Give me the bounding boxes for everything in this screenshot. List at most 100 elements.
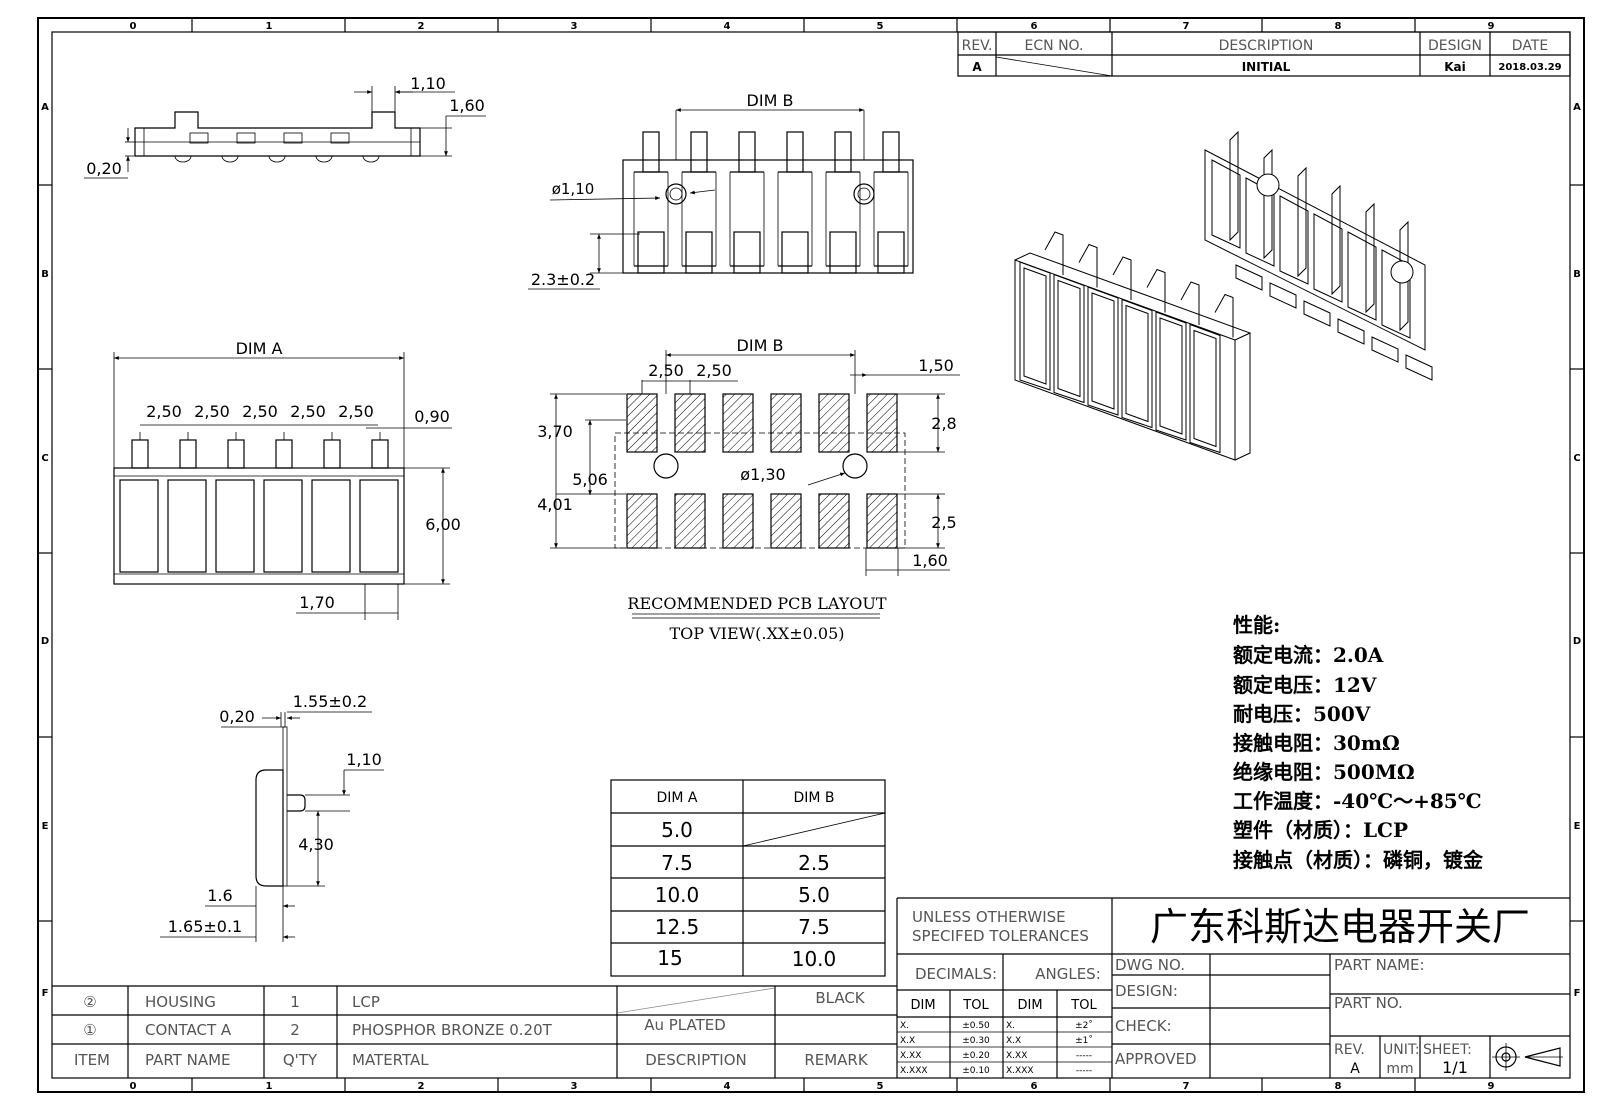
tol-cell: X.X: [1006, 1036, 1021, 1046]
iso-pin: [1229, 130, 1239, 242]
side-dim-2: 1.55±0.2: [293, 692, 367, 711]
col-label: 6: [1031, 21, 1038, 32]
pcb-pad: [626, 493, 658, 549]
table-cell: 5.0: [798, 883, 830, 907]
iso-cell: [1313, 213, 1343, 303]
col-label: 2: [418, 21, 425, 32]
pitch-label: 2,50: [242, 402, 278, 421]
iso-peg: [1256, 173, 1280, 197]
table-cell: 10.0: [655, 883, 700, 907]
bom-desc: Au PLATED: [644, 1016, 726, 1034]
iso-body-outline: [1204, 149, 1426, 351]
front-view-pin: [371, 439, 389, 469]
front-view-cell: [311, 479, 351, 573]
bom-qty: 2: [290, 1021, 300, 1039]
pcb-pad: [674, 493, 706, 549]
iso-top-edge: [1014, 252, 1252, 341]
tol-title: SPECIFED TOLERANCES: [912, 927, 1089, 945]
row-label: A: [1573, 102, 1581, 113]
top-view-foot: [829, 231, 857, 274]
col-label: 8: [1335, 1081, 1342, 1092]
row-label: F: [42, 988, 49, 999]
dim-height: 1,60: [449, 96, 485, 115]
pcb-pitch: 2,50: [696, 361, 732, 380]
iso-cell: [1189, 323, 1221, 454]
pcb-h3: 4,01: [537, 495, 573, 514]
pcb-pad-h2: 2,5: [931, 513, 956, 532]
side-dim-5: 1.6: [207, 886, 232, 905]
top-view-foot: [781, 231, 809, 274]
height-dim: 6,00: [425, 515, 461, 534]
spec-line: 绝缘电阻：500MΩ: [1233, 760, 1415, 784]
frame-row-labels: A B C D E F A B C D E F: [41, 102, 1581, 999]
pcb-dim-b: DIM B: [737, 336, 784, 355]
iso-body-outline: [1014, 259, 1236, 461]
dim-table: DIM A DIM B 5.0 7.5 2.5 10.0 5.0 12.5 7.…: [610, 779, 886, 977]
rev-header: REV.: [962, 38, 993, 54]
tol-cell: -----: [1076, 1066, 1092, 1076]
bom-header: PART NAME: [145, 1051, 231, 1069]
iso-cell: [1381, 249, 1411, 339]
front-view-pin: [275, 439, 293, 469]
iso-pin: [1146, 268, 1166, 313]
tol-cell: X.XX: [1006, 1051, 1027, 1061]
unit-value: mm: [1386, 1061, 1413, 1077]
col-label: 5: [877, 21, 884, 32]
pcb-pad: [722, 493, 754, 549]
dim-thickness: 0,20: [86, 159, 122, 178]
rev-label: REV.: [1334, 1042, 1365, 1058]
drawing-frame: [37, 17, 1585, 1093]
tail-dim: 1,70: [299, 593, 335, 612]
spec-line: 接触电阻：30mΩ: [1233, 731, 1400, 755]
pcb-pad: [866, 493, 898, 549]
pcb-pad: [818, 393, 850, 453]
dim-a-label: DIM A: [236, 339, 283, 358]
iso-cell: [1347, 231, 1377, 321]
top-view-foot: [685, 231, 713, 274]
spec-line: 工作温度：-40℃～+85℃: [1233, 789, 1482, 813]
pcb-edge: 1,50: [918, 356, 954, 375]
design-value: Kai: [1444, 60, 1466, 74]
iso-foot: [1303, 300, 1331, 327]
rev-value: A: [972, 60, 982, 74]
row-label: E: [42, 821, 49, 832]
pcb-pad: [722, 393, 754, 453]
pcb-h2: 5,06: [572, 470, 608, 489]
iso-pin: [1331, 184, 1341, 296]
iso-foot: [1269, 282, 1297, 309]
row-label: C: [41, 453, 48, 464]
side-view-bottom: 0,20 1.55±0.2 1,10 4,30 1.6 1.65±0.1: [160, 692, 384, 942]
part-name-label: PART NAME:: [1334, 956, 1425, 974]
table-cell: 10.0: [792, 947, 837, 971]
angles-label: ANGLES:: [1035, 965, 1101, 983]
bill-of-materials: ② HOUSING 1 LCP BLACK ① CONTACT A 2 PHOS…: [52, 985, 897, 1078]
iso-cell-inner: [1023, 267, 1047, 385]
bom-header: Q'TY: [283, 1051, 318, 1069]
col-label: 0: [130, 21, 137, 32]
iso-cell: [1019, 261, 1051, 391]
tol-cell: ±0.10: [962, 1066, 990, 1076]
tol-header: DIM: [910, 998, 935, 1013]
iso-pin: [1297, 166, 1307, 278]
tol-cell: ±2˚: [1075, 1020, 1093, 1031]
spec-line: 耐电压：500V: [1233, 702, 1371, 726]
iso-cell-inner: [1091, 292, 1115, 410]
pcb-caption-2: TOP VIEW(.XX±0.05): [669, 624, 844, 643]
row-label: B: [1573, 269, 1581, 280]
iso-cell: [1155, 311, 1187, 441]
bom-name: CONTACT A: [145, 1021, 232, 1039]
spec-line: 塑件（材质）：LCP: [1233, 818, 1408, 842]
tol-cell: ±1˚: [1075, 1035, 1093, 1046]
col-label: 9: [1488, 21, 1495, 32]
bom-header: REMARK: [804, 1051, 869, 1069]
tol-cell: X.XXX: [1006, 1066, 1034, 1076]
side-view-top: 1,10 1,60 0,20: [84, 74, 486, 179]
front-view-cell: [263, 479, 303, 573]
iso-cell-inner: [1193, 329, 1217, 448]
iso-foot: [1235, 264, 1263, 291]
table-cell: 12.5: [655, 915, 700, 939]
hole-label: ø1,10: [552, 180, 595, 198]
pcb-pad: [770, 393, 802, 453]
dwg-no-label: DWG NO.: [1115, 956, 1185, 974]
